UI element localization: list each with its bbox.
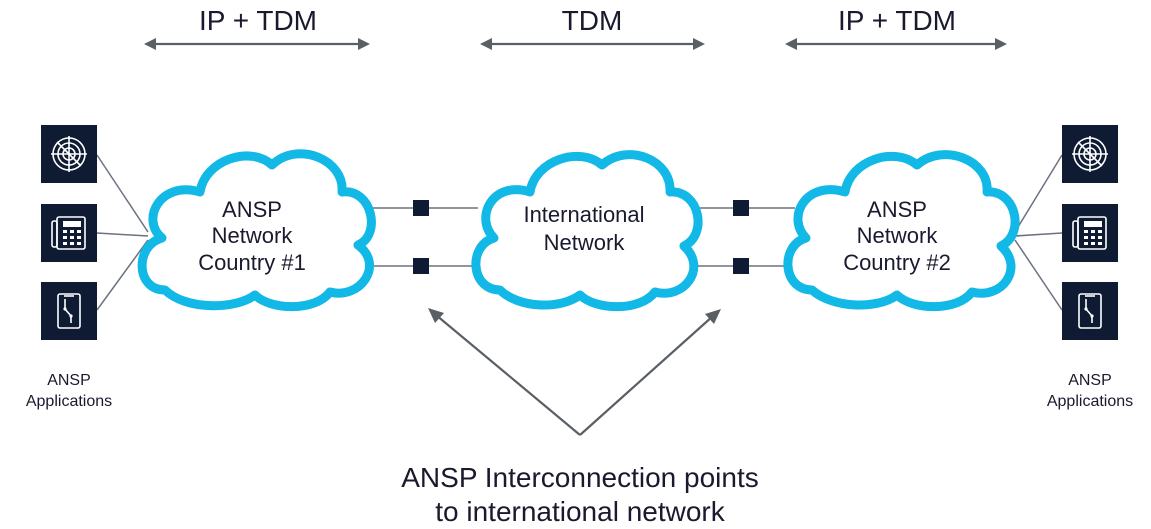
radar-icon bbox=[41, 125, 97, 183]
top-label-left: IP + TDM bbox=[199, 5, 317, 36]
top-label-middle: TDM bbox=[562, 5, 623, 36]
cloud-right-line-3: Country #2 bbox=[843, 250, 951, 275]
interconnection-node-right-top bbox=[733, 200, 749, 216]
interconnection-node-left-top bbox=[413, 200, 429, 216]
cloud-right-line-2: Network bbox=[857, 223, 939, 248]
cloud-left-line-2: Network bbox=[212, 223, 294, 248]
top-label-right: IP + TDM bbox=[838, 5, 956, 36]
cloud-middle-line-1: International bbox=[523, 202, 644, 227]
interconnection-node-right-bottom bbox=[733, 258, 749, 274]
cloud-ansp-country-2 bbox=[783, 150, 1020, 312]
cloud-right-line-1: ANSP bbox=[867, 197, 927, 222]
switch-panel-icon bbox=[1062, 282, 1118, 340]
radar-icon bbox=[1062, 125, 1118, 183]
switch-panel-icon bbox=[41, 282, 97, 340]
arrow-tdm-middle bbox=[480, 38, 705, 50]
interconnection-caption-line-1: ANSP Interconnection points bbox=[401, 462, 758, 493]
cloud-left-line-1: ANSP bbox=[222, 197, 282, 222]
right-app-connectors bbox=[1014, 154, 1063, 311]
telephone-icon bbox=[1062, 204, 1118, 262]
telephone-icon bbox=[41, 204, 97, 262]
pointer-arrows bbox=[428, 308, 721, 436]
right-apps-label-line-2: Applications bbox=[1047, 393, 1133, 410]
cloud-international-network bbox=[471, 150, 703, 312]
cloud-left-line-3: Country #1 bbox=[198, 250, 306, 275]
cloud-ansp-country-1 bbox=[137, 149, 376, 312]
cloud-middle-line-2: Network bbox=[544, 230, 626, 255]
right-apps-label-line-1: ANSP bbox=[1068, 372, 1112, 389]
arrow-ip-tdm-left bbox=[144, 38, 370, 50]
interconnection-node-left-bottom bbox=[413, 258, 429, 274]
left-apps-label-line-2: Applications bbox=[26, 393, 112, 410]
left-apps-label-line-1: ANSP bbox=[47, 372, 91, 389]
left-app-connectors bbox=[96, 154, 149, 311]
interconnection-caption-line-2: to international network bbox=[435, 496, 726, 527]
arrow-ip-tdm-right bbox=[785, 38, 1007, 50]
